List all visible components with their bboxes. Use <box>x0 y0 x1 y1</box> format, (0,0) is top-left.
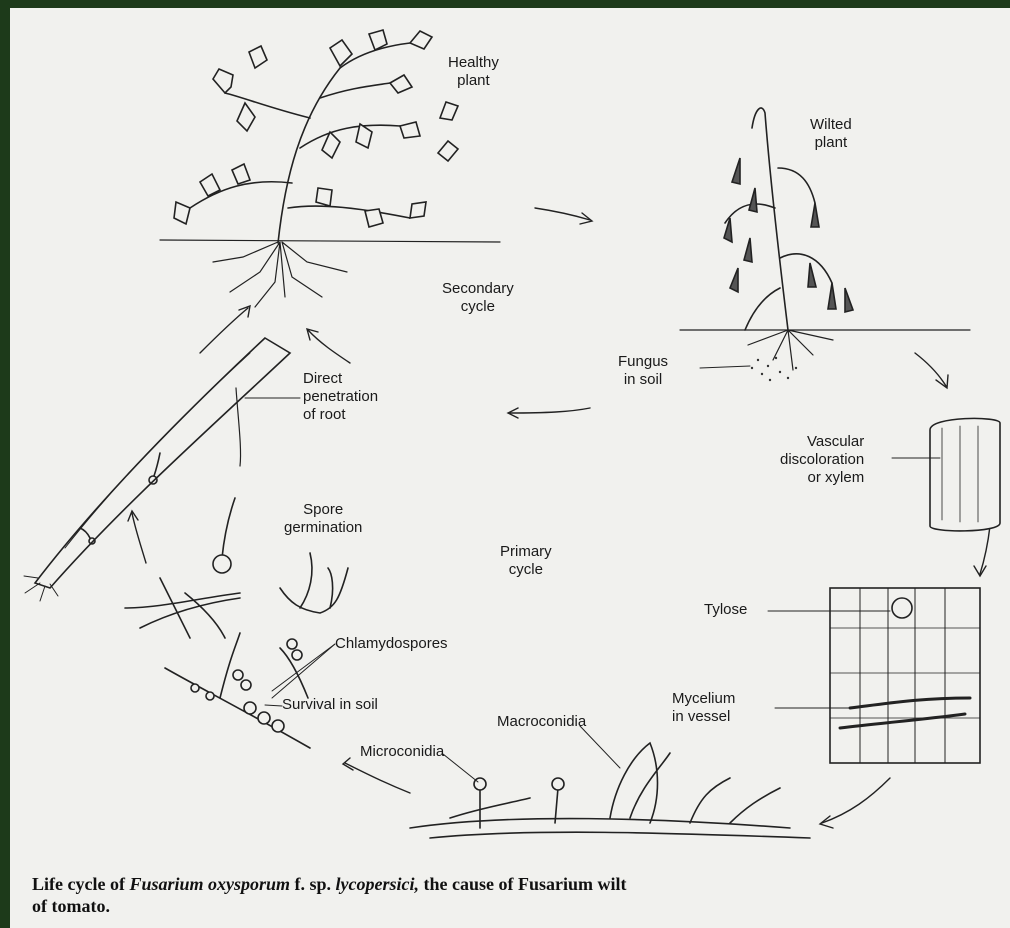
label-vascular-discoloration: Vascular discoloration or xylem <box>780 433 864 487</box>
figure-caption: Life cycle of Fusarium oxysporum f. sp. … <box>32 873 1007 917</box>
label-wilted-plant: Wilted plant <box>810 116 852 152</box>
xylem-vessel-illustration <box>768 588 980 763</box>
label-mycelium-in-vessel: Mycelium in vessel <box>672 690 735 726</box>
root-illustration <box>24 338 290 601</box>
label-fungus-in-soil: Fungus in soil <box>618 353 668 389</box>
label-primary-cycle: Primary cycle <box>500 543 552 579</box>
label-tylose: Tylose <box>704 601 747 619</box>
label-survival-in-soil: Survival in soil <box>282 696 378 714</box>
label-macroconidia: Macroconidia <box>497 713 586 731</box>
chlamydospores-illustration <box>165 633 335 748</box>
label-secondary-cycle: Secondary cycle <box>442 280 514 316</box>
label-microconidia: Microconidia <box>360 743 444 761</box>
vascular-tissue-illustration <box>892 418 1000 531</box>
label-healthy-plant: Healthy plant <box>448 54 499 90</box>
label-chlamydospores: Chlamydospores <box>335 635 448 653</box>
diagram-frame: Healthy plant Wilted plant Secondary cyc… <box>10 8 1010 928</box>
conidia-illustration <box>410 726 810 838</box>
label-spore-germination: Spore germination <box>284 501 362 537</box>
label-direct-penetration: Direct penetration of root <box>303 370 378 424</box>
